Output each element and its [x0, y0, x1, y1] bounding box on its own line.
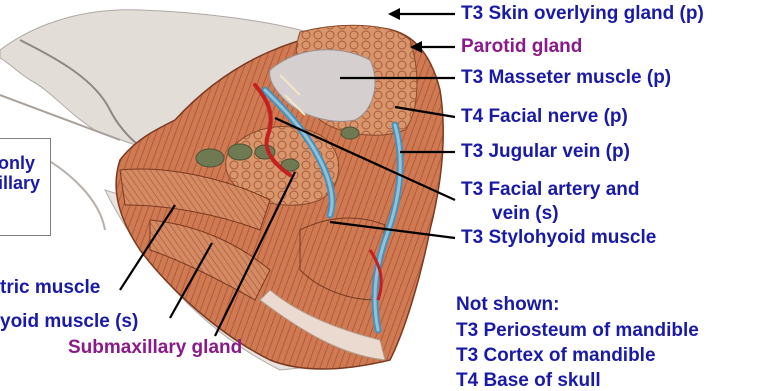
not-shown-heading: Not shown: — [456, 295, 559, 315]
label-facial-artery-1: T3 Facial artery and — [461, 180, 639, 200]
label-parotid: Parotid gland — [461, 37, 582, 57]
label-facial-artery-2: vein (s) — [492, 204, 559, 224]
label-submaxillary: Submaxillary gland — [68, 338, 242, 358]
label-masseter: T3 Masseter muscle (p) — [461, 68, 671, 88]
label-mylohyoid: yoid muscle (s) — [0, 312, 138, 332]
left-note-box: only illary — [0, 138, 51, 236]
label-skin: T3 Skin overlying gland (p) — [461, 4, 704, 24]
left-box-line1: only — [0, 153, 35, 173]
left-box-line2: illary — [0, 173, 40, 193]
label-stylohyoid: T3 Stylohyoid muscle — [461, 228, 656, 248]
label-jugular: T3 Jugular vein (p) — [461, 142, 630, 162]
lymph-node-1 — [196, 149, 224, 167]
label-facial-nerve: T4 Facial nerve (p) — [461, 107, 628, 127]
not-shown-item-3: T4 Base of skull — [456, 371, 601, 391]
not-shown-item-2: T3 Cortex of mandible — [456, 346, 656, 366]
lymph-node-2 — [228, 144, 252, 160]
not-shown-item-1: T3 Periosteum of mandible — [456, 321, 699, 341]
label-digastric: tric muscle — [0, 278, 100, 298]
